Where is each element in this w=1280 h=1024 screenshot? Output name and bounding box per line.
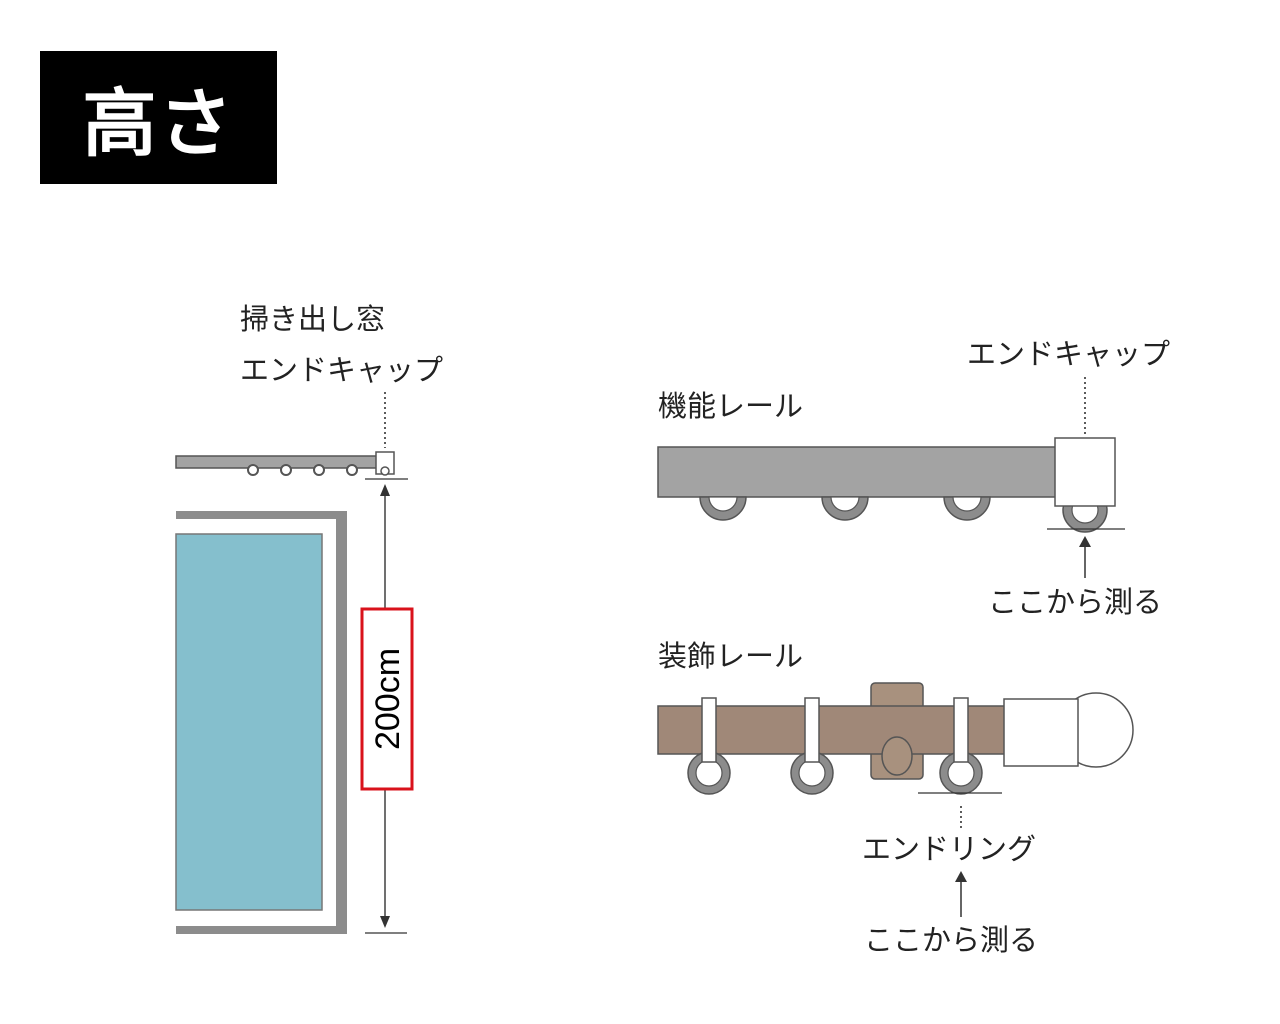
window-rail-runner: [247, 464, 259, 476]
decorative-ring-inner: [798, 759, 826, 787]
window-rail-runner: [346, 464, 358, 476]
window-rail-runner: [313, 464, 325, 476]
measurement-box: [360, 607, 414, 791]
window-rail-illustration: 掃き出し窓 エンドキャップ 200cm: [175, 302, 443, 934]
functional-measure-label: ここから測る: [988, 585, 1162, 619]
window-endcap-label: エンドキャップ: [240, 353, 443, 387]
window-rail-runner: [280, 464, 292, 476]
decorative-end-ring-hanger: [953, 697, 969, 763]
decorative-rail-label: 装飾レール: [658, 639, 803, 673]
height-arrow-bottom: [380, 916, 390, 928]
decorative-measure-arrow-head: [955, 871, 967, 882]
functional-runner-inner: [708, 496, 738, 512]
functional-rail: [657, 446, 1061, 498]
decorative-end-ring-inner: [947, 759, 975, 787]
window-label: 掃き出し窓: [240, 302, 385, 336]
functional-runner-inner: [952, 496, 982, 512]
decorative-rail-illustration: 装飾レール エンドリング ここから測る: [657, 639, 1134, 957]
window-glass: [175, 533, 323, 911]
decorative-ring-hanger: [701, 697, 717, 763]
functional-rail-label: 機能レール: [658, 389, 803, 423]
functional-rail-illustration: 機能レール エンドキャップ ここから測る: [657, 337, 1170, 619]
heading-box: 高さ: [40, 51, 277, 184]
decorative-ring-label: エンドリング: [862, 832, 1036, 866]
functional-runner-inner: [830, 496, 860, 512]
height-arrow-top: [380, 484, 390, 496]
decorative-finial-base: [1003, 698, 1079, 767]
heading-title: 高さ: [82, 81, 235, 167]
functional-measure-arrow-head: [1079, 536, 1091, 547]
functional-endcap: [1054, 437, 1116, 507]
window-endcap-runner: [380, 466, 390, 476]
decorative-ring-hanger: [804, 697, 820, 763]
decorative-bracket-screw: [881, 736, 913, 776]
functional-endcap-label: エンドキャップ: [967, 337, 1170, 371]
decorative-measure-label: ここから測る: [864, 923, 1038, 957]
decorative-ring-inner: [695, 759, 723, 787]
measurement-value: 200cm: [369, 648, 407, 750]
